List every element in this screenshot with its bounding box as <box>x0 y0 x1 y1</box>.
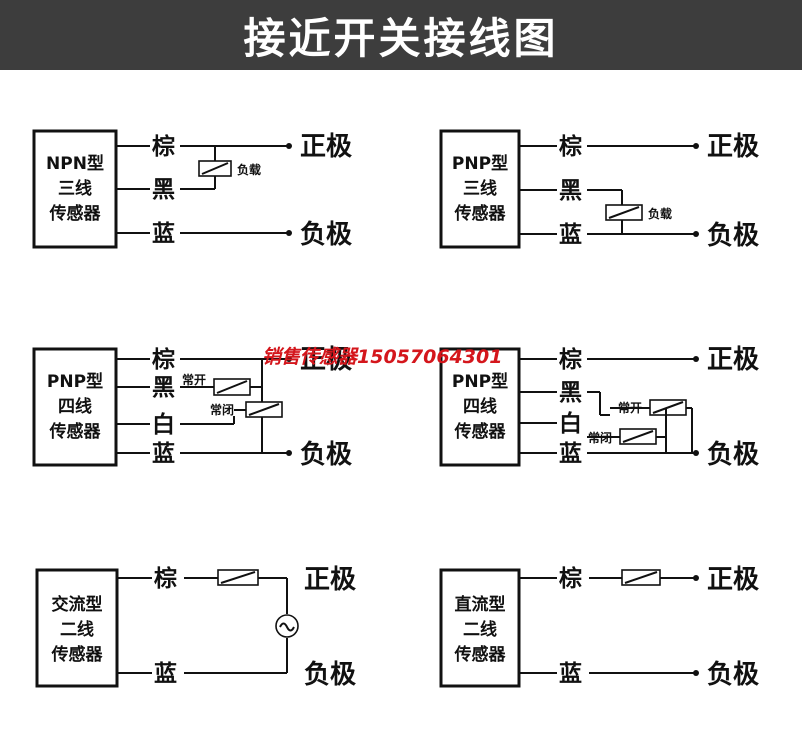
sensor-name-label: 传感器 <box>49 203 102 224</box>
terminal-dot <box>693 670 699 676</box>
sensor-wire-count-label: 四线 <box>463 396 497 417</box>
load-resistor-slash <box>201 162 229 175</box>
panel-ac-two-wire: 交流型 二线 传感器 棕 蓝 正极 负极 <box>35 565 357 690</box>
terminal-dot <box>286 230 292 236</box>
negative-label: 负极 <box>300 440 353 470</box>
negative-label: 负极 <box>300 220 353 250</box>
wire-label-blue: 蓝 <box>154 660 177 687</box>
sensor-type-label: PNP型 <box>452 371 508 392</box>
wire-label-brown: 棕 <box>152 133 175 160</box>
sensor-name-label: 传感器 <box>454 203 507 224</box>
load-resistor-slash <box>624 571 658 584</box>
terminal-dot <box>693 575 699 581</box>
terminal-dot <box>693 143 699 149</box>
sensor-name-label: 传感器 <box>454 644 507 665</box>
terminal-dot <box>693 231 699 237</box>
panel-dc-two-wire: 直流型 二线 传感器 棕 蓝 正极 负极 <box>439 565 760 690</box>
positive-label: 正极 <box>707 345 760 375</box>
normally-open-label: 常开 <box>182 372 206 387</box>
sensor-wire-count-label: 三线 <box>58 178 92 199</box>
resistor-slash <box>652 401 684 414</box>
panel-pnp-four-wire-right: PNP型 四线 传感器 棕 黑 白 蓝 常开 常闭 正极 负极 <box>439 345 760 470</box>
sensor-type-label: PNP型 <box>452 153 508 174</box>
wire-label-black: 黑 <box>152 375 175 401</box>
wire-label-brown: 棕 <box>154 565 177 592</box>
ac-wave-icon <box>279 622 295 632</box>
negative-label: 负极 <box>707 660 760 690</box>
wire-label-blue: 蓝 <box>559 440 582 467</box>
sensor-box <box>32 347 118 467</box>
panel-pnp-four-wire-left: PNP型 四线 传感器 棕 黑 白 蓝 常开 常闭 正极 负极 <box>32 345 353 470</box>
wire-label-blue: 蓝 <box>152 220 175 247</box>
sensor-type-label: PNP型 <box>47 371 103 392</box>
sensor-box <box>32 129 118 249</box>
wire-label-blue: 蓝 <box>559 221 582 248</box>
wire-label-blue: 蓝 <box>559 660 582 687</box>
sensor-box <box>439 129 521 249</box>
resistor-slash <box>248 403 280 416</box>
wire-label-brown: 棕 <box>152 346 175 373</box>
sensor-type-label: 交流型 <box>52 594 103 615</box>
wire-label-blue: 蓝 <box>152 440 175 467</box>
normally-open-label: 常开 <box>618 400 642 415</box>
sensor-name-label: 传感器 <box>51 644 104 665</box>
terminal-dot <box>286 143 292 149</box>
normally-closed-label: 常闭 <box>210 402 234 417</box>
panel-pnp-three-wire: PNP型 三线 传感器 棕 黑 蓝 负载 正极 负极 <box>439 129 760 251</box>
resistor-slash <box>622 430 654 443</box>
terminal-dot <box>693 450 699 456</box>
normally-closed-label: 常闭 <box>588 430 612 445</box>
terminal-dot <box>693 356 699 362</box>
negative-label: 负极 <box>707 221 760 251</box>
wire-label-black: 黑 <box>559 380 582 406</box>
wire-label-black: 黑 <box>152 177 175 203</box>
wire-label-brown: 棕 <box>559 133 582 160</box>
positive-label: 正极 <box>707 565 760 595</box>
page-title: 接近开关接线图 <box>243 13 559 63</box>
positive-label: 正极 <box>707 132 760 162</box>
sensor-type-label: NPN型 <box>46 153 104 174</box>
wiring-diagram: NPN型 三线 传感器 棕 黑 蓝 负载 正极 负极 PNP型 三线 传感器 棕… <box>32 129 760 690</box>
negative-label: 负极 <box>304 660 357 690</box>
positive-label: 正极 <box>300 345 353 375</box>
sensor-box <box>35 568 119 688</box>
wire-label-white: 白 <box>152 411 175 438</box>
sensor-wire-count-label: 二线 <box>60 619 94 640</box>
positive-label: 正极 <box>300 132 353 162</box>
terminal-dot <box>286 356 292 362</box>
sensor-type-label: 直流型 <box>455 594 506 615</box>
seller-watermark: 销售传感器15057064301 <box>262 346 502 368</box>
panel-npn-three-wire: NPN型 三线 传感器 棕 黑 蓝 负载 正极 负极 <box>32 129 353 250</box>
sensor-box <box>439 347 521 467</box>
wire-label-black: 黑 <box>559 178 582 204</box>
negative-label: 负极 <box>707 440 760 470</box>
sensor-name-label: 传感器 <box>49 421 102 442</box>
sensor-box <box>439 568 521 688</box>
header-banner: 接近开关接线图 <box>0 0 802 70</box>
wire-label-brown: 棕 <box>559 346 582 373</box>
sensor-wire-count-label: 三线 <box>463 178 497 199</box>
load-resistor-slash <box>220 571 256 584</box>
wire-label-brown: 棕 <box>559 565 582 592</box>
sensor-wire-count-label: 四线 <box>58 396 92 417</box>
wire-label-white: 白 <box>559 410 582 437</box>
resistor-slash <box>216 380 248 394</box>
load-label: 负载 <box>237 162 261 177</box>
load-label: 负载 <box>648 206 672 221</box>
sensor-name-label: 传感器 <box>454 421 507 442</box>
load-resistor-slash <box>608 206 640 219</box>
sensor-wire-count-label: 二线 <box>463 619 497 640</box>
positive-label: 正极 <box>304 565 357 595</box>
terminal-dot <box>286 450 292 456</box>
